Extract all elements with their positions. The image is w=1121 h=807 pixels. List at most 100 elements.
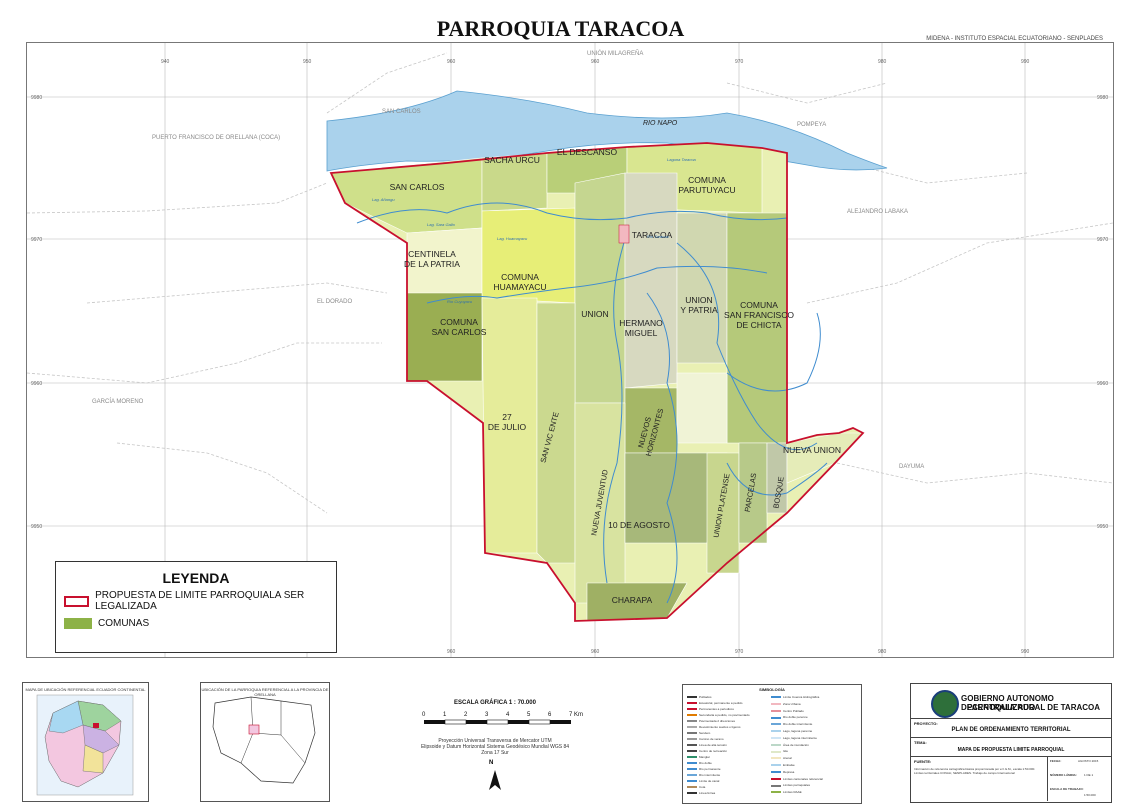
symbology-item: Permanentes a periodicos bbox=[687, 707, 734, 711]
grid-y-label: 9950 bbox=[1097, 524, 1108, 530]
orellana-map bbox=[212, 696, 316, 784]
source-row: FUENTE: Información de referencia cartog… bbox=[911, 757, 1111, 801]
symbology-swatch bbox=[687, 750, 697, 753]
symbology-swatch bbox=[771, 771, 781, 773]
symbology-label: Poblados bbox=[699, 695, 712, 699]
symbology-swatch bbox=[687, 732, 697, 735]
symbology-item: Río doble perenne bbox=[771, 715, 808, 719]
scale-bar: 0 1 2 3 4 5 6 7 Km bbox=[422, 712, 583, 725]
symbology-item: Ecuatorial, permanente a pedido bbox=[687, 701, 742, 705]
zone-label: HUAMAYACU bbox=[493, 282, 546, 292]
grid-y-label: 9980 bbox=[1097, 95, 1108, 101]
inset-ecuador[interactable]: MAPA DE UBICACIÓN REFERENCIAL ECUADOR CO… bbox=[22, 682, 149, 802]
symbology-label: Línea férrea bbox=[699, 791, 716, 795]
symbology-label: Isla bbox=[783, 749, 788, 754]
symbology-label: Pavimentada 2 direcciones bbox=[699, 719, 736, 723]
symbology-swatch bbox=[771, 696, 781, 699]
symbology-swatch bbox=[687, 702, 697, 705]
zone-label: SAN FRANCISCO bbox=[724, 310, 794, 320]
projection-line: Elipsoide y Datum Horizontal Sistema Geo… bbox=[420, 744, 570, 750]
symbology-label: Represa bbox=[783, 769, 795, 774]
symbology-item: Límites cantonales referencial bbox=[771, 777, 823, 781]
symbology-item: Arenal bbox=[771, 756, 792, 760]
symbology-item: Poblados bbox=[687, 695, 712, 699]
symbology-swatch bbox=[771, 723, 781, 726]
symbology-item: Límites RAAE bbox=[771, 790, 802, 794]
symbology-label: Límites RAAE bbox=[783, 790, 802, 795]
sheet-key: NÚMERO LÁMINA: bbox=[1050, 773, 1077, 777]
symbology-label: Lago, laguna perenne bbox=[783, 729, 813, 733]
symbology-swatch bbox=[687, 744, 697, 747]
symbology-item: Lago, laguna intermitente bbox=[771, 736, 817, 740]
project-value: PLAN DE ORDENAMIENTO TERRITORIAL bbox=[951, 727, 1071, 733]
symbology-swatch bbox=[687, 714, 697, 717]
scale-tick: 4 bbox=[506, 712, 510, 718]
ecuador-map bbox=[36, 694, 134, 796]
symbology-item: Pavimentada 2 direcciones bbox=[687, 719, 735, 723]
inset-caption: UBICACIÓN DE LA PARROQUIA REFERENCIAL A … bbox=[201, 687, 329, 697]
symbology-label: Límite Cuenca Hidrográfica bbox=[783, 695, 820, 699]
symbology-swatch bbox=[687, 768, 697, 771]
symbology-label: Embalse bbox=[783, 763, 795, 767]
zone-label: SACHA URCU bbox=[484, 155, 540, 165]
water-label: Río Taracoa bbox=[647, 234, 669, 239]
zones bbox=[330, 142, 864, 622]
symbology-item: Represa bbox=[771, 770, 794, 774]
zone-label: Y PATRIA bbox=[680, 305, 718, 315]
symbology-label: Camino de verano bbox=[699, 737, 724, 741]
symbology-label: Río doble intermitente bbox=[783, 722, 813, 727]
zone-label: UNION bbox=[685, 295, 712, 305]
inset-caption: MAPA DE UBICACIÓN REFERENCIAL ECUADOR CO… bbox=[25, 687, 146, 692]
grid-x-label: 990 bbox=[1021, 59, 1030, 65]
zone-label: CHARAPA bbox=[612, 595, 653, 605]
water-label: Lag. Sara Gallo bbox=[427, 222, 456, 227]
org-name: PARROQUIA RURAL DE TARACOA bbox=[967, 703, 1101, 712]
map-frame[interactable]: 940 950 960 960 970 980 990 940 950 960 … bbox=[26, 42, 1114, 658]
symbology-swatch bbox=[771, 709, 781, 712]
neighbor-label: EL DORADO bbox=[317, 299, 352, 305]
neighbor-label: UNIÓN MILAGREÑA bbox=[587, 50, 643, 57]
symbology-item: Cota bbox=[687, 785, 705, 789]
symbology-swatch bbox=[771, 757, 781, 760]
zone-label: TARACOA bbox=[632, 230, 673, 240]
grid-x-label: 960 bbox=[447, 649, 456, 655]
zone-label: COMUNA bbox=[688, 175, 726, 185]
symbology-item: Secundaria a pedido, no pavimentado bbox=[687, 713, 750, 717]
symbology-title: SIMBOLOGÍA bbox=[759, 687, 785, 692]
grid-y-label: 9950 bbox=[31, 524, 42, 530]
theme-row: TEMA: MAPA DE PROPUESTA LIMITE PARROQUIA… bbox=[911, 738, 1111, 757]
sheet-value: 1 DE 1 bbox=[1084, 773, 1094, 777]
source-key: FUENTE: bbox=[914, 759, 932, 764]
zone-label: PARUTUYACU bbox=[678, 185, 735, 195]
scale-tick: 7 Km bbox=[569, 712, 583, 718]
water-label: Lag. Añangu bbox=[372, 197, 395, 202]
symbology-swatch bbox=[687, 774, 697, 777]
water-label: Río Cuyuyacu bbox=[447, 299, 473, 304]
grid-x-label: 970 bbox=[735, 59, 744, 65]
symbology-swatch bbox=[687, 792, 697, 795]
symbology-item: Área de inundación bbox=[771, 743, 809, 747]
legend-swatch bbox=[64, 595, 90, 607]
symbology-swatch bbox=[771, 703, 781, 705]
title-block-header: GOBIERNO AUTONOMO DECENTRALIZADO PARROQU… bbox=[911, 684, 1111, 719]
symbology-label: Límites cantonales referencial bbox=[783, 776, 823, 781]
symbology-swatch bbox=[771, 716, 781, 719]
grid-y-label: 9970 bbox=[1097, 237, 1108, 243]
projection-line: Proyección Universal Transversa de Merca… bbox=[438, 738, 552, 744]
neighbor-label: GARCÍA MORENO bbox=[92, 398, 144, 405]
theme-value: MAPA DE PROPUESTA LIMITE PARROQUIAL bbox=[957, 747, 1065, 753]
symbology-swatch bbox=[771, 743, 781, 746]
symbology-item: Lago, laguna perenne bbox=[771, 729, 812, 733]
neighbor-label: SAN CARLOS bbox=[382, 109, 421, 115]
symbology-swatch bbox=[687, 786, 697, 789]
main-map[interactable]: 940 950 960 960 970 980 990 940 950 960 … bbox=[27, 43, 1113, 657]
zone-label: EL DESCANSO bbox=[557, 147, 618, 157]
gad-seal-icon bbox=[931, 690, 959, 718]
scale-tick: 2 bbox=[464, 712, 468, 718]
grid-x-label: 960 bbox=[447, 59, 456, 65]
legend: LEYENDA PROPUESTA DE LIMITE PARROQUIALA … bbox=[55, 561, 337, 653]
inset-orellana[interactable]: UBICACIÓN DE LA PARROQUIA REFERENCIAL A … bbox=[200, 682, 330, 802]
zone-label: DE LA PATRIA bbox=[404, 259, 460, 269]
symbology-label: Centro Poblado bbox=[783, 708, 804, 713]
symbology-label: Cota bbox=[699, 785, 706, 789]
